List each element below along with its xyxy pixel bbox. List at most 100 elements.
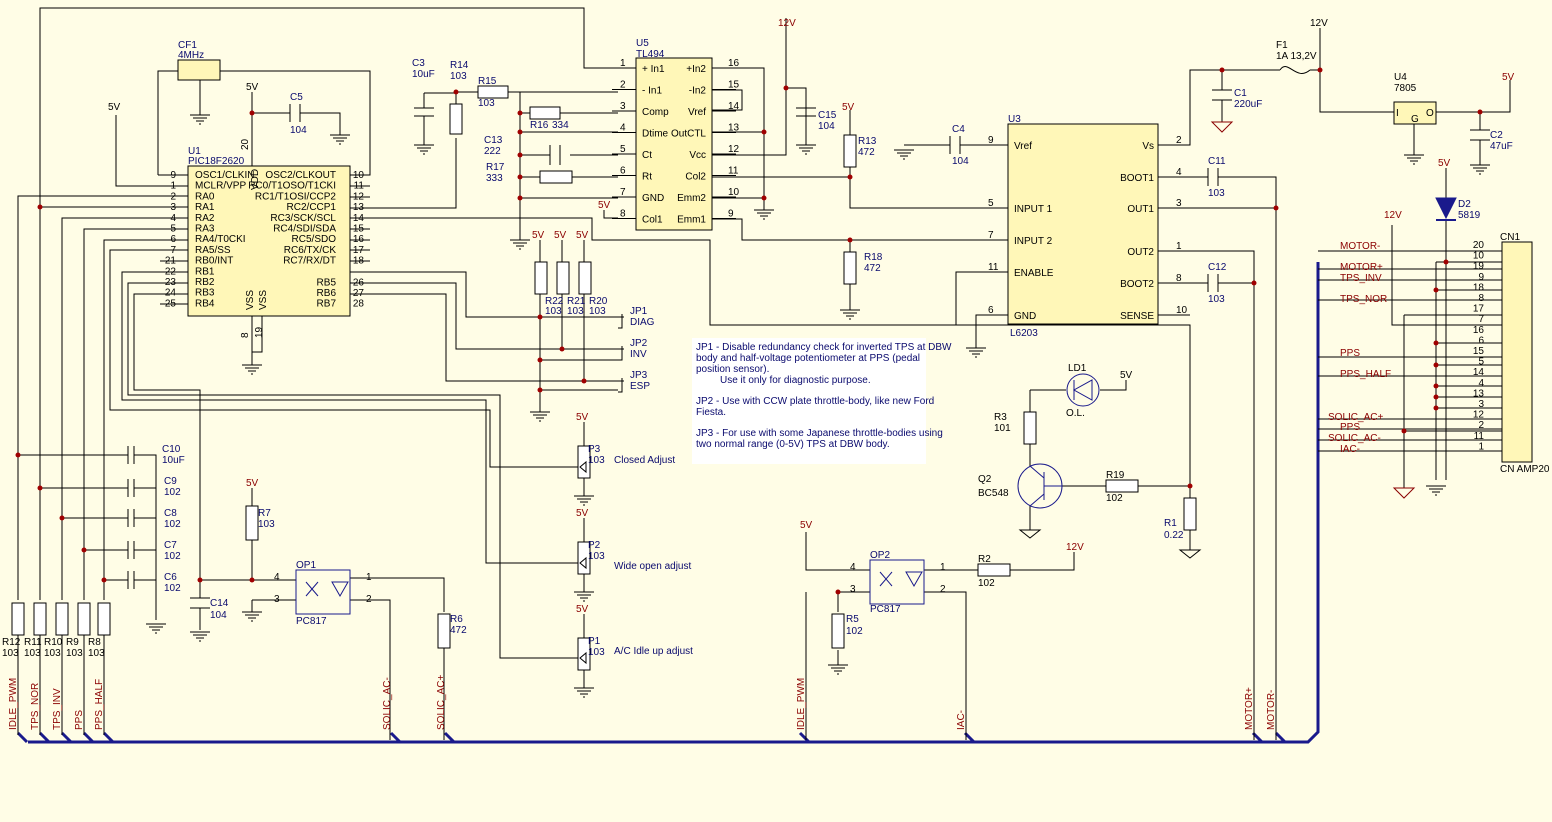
u1-vss-name-a: VSS bbox=[245, 290, 256, 310]
c11-ref: C11 bbox=[1208, 156, 1226, 167]
diode-d2: D2 5819 bbox=[1435, 197, 1481, 221]
jp2-ref: JP2 bbox=[630, 338, 648, 349]
c15-value: 104 bbox=[818, 121, 835, 132]
u1-value: PIC18F2620 bbox=[188, 156, 245, 167]
u1-pin-name: RC4/SDI/SDA bbox=[273, 224, 336, 235]
u5-pin-name: Col1 bbox=[642, 215, 663, 226]
cn1-pin-num: 19 bbox=[1473, 261, 1485, 272]
rail-5v-r7: 5V bbox=[246, 478, 259, 489]
c7-value: 102 bbox=[164, 551, 181, 562]
rail-5v-p2: 5V bbox=[576, 508, 589, 519]
r21-value: 103 bbox=[567, 306, 584, 317]
u1-ref: U1 bbox=[188, 146, 201, 157]
r17-value: 333 bbox=[486, 173, 503, 184]
p3-body bbox=[577, 445, 591, 479]
r16-value: 334 bbox=[552, 120, 569, 131]
u5-ref: U5 bbox=[636, 38, 649, 49]
r8-ref: R8 bbox=[88, 637, 101, 648]
u4-ref: U4 bbox=[1394, 72, 1407, 83]
note-jp2-l2: Fiesta. bbox=[696, 407, 726, 418]
u1-pin-num: 21 bbox=[165, 256, 177, 267]
u1-pin-name: RC0/T1OSO/T1CKI bbox=[248, 181, 336, 192]
u1-pin-num: 10 bbox=[353, 170, 365, 181]
cn1-pin-num: 18 bbox=[1473, 282, 1485, 293]
c5-ref: C5 bbox=[290, 92, 303, 103]
u1-pin-num: 4 bbox=[170, 213, 176, 224]
u3-ref: U3 bbox=[1008, 114, 1021, 125]
p2-value: 103 bbox=[588, 551, 605, 562]
u4-value: 7805 bbox=[1394, 83, 1417, 94]
u5-pin-num: 8 bbox=[620, 209, 626, 220]
c7-ref: C7 bbox=[164, 540, 177, 551]
c3-ref: C3 bbox=[412, 58, 425, 69]
u5-pin-num: 5 bbox=[620, 144, 626, 155]
u5-value: TL494 bbox=[636, 49, 665, 60]
u5-pin-name: Rt bbox=[642, 172, 652, 183]
op2-value: PC817 bbox=[870, 604, 901, 615]
cf1-value: 4MHz bbox=[178, 50, 204, 61]
u1-pin-name: RA5/SS bbox=[195, 245, 231, 256]
bus-solic-ac-plus: SOLIC_AC+ bbox=[436, 675, 447, 730]
r7-body bbox=[245, 505, 259, 541]
r5-value: 102 bbox=[846, 626, 863, 637]
u5-pin-name: +In2 bbox=[686, 64, 706, 75]
jp3-ref: JP3 bbox=[630, 370, 648, 381]
r10-ref: R10 bbox=[44, 637, 63, 648]
rail-12v-tl494: 12V bbox=[778, 18, 796, 29]
cn1-pin-num: 16 bbox=[1473, 325, 1485, 336]
jp2-value: INV bbox=[630, 349, 647, 360]
u1-pin-num: 14 bbox=[353, 213, 365, 224]
r5-body bbox=[831, 613, 845, 649]
c8-value: 102 bbox=[164, 519, 181, 530]
u5-pin-num: 12 bbox=[728, 144, 740, 155]
r22-value: 103 bbox=[545, 306, 562, 317]
c15-ref: C15 bbox=[818, 110, 837, 121]
u1-vdd-pin: 20 bbox=[240, 138, 251, 150]
regulator-u4: U4 7805 I G O bbox=[1393, 72, 1437, 125]
q2-value: BC548 bbox=[978, 488, 1009, 499]
r13-body bbox=[843, 134, 857, 168]
op2-pin3: 3 bbox=[850, 584, 856, 595]
u5-pin-name: + In1 bbox=[642, 64, 665, 75]
r14-body bbox=[449, 103, 463, 135]
u3-pin-name: SENSE bbox=[1120, 311, 1154, 322]
u5-pin-num: 1 bbox=[620, 58, 626, 69]
r16-body bbox=[529, 106, 561, 120]
u5-pin-num: 4 bbox=[620, 123, 626, 134]
capacitors: C5 104 C3 10uF C13 222 C15 104 C4 104 C1… bbox=[127, 58, 1513, 621]
bus-labels: IDLE_PWM TPS_NOR TPS_INV PPS PPS_HALF SO… bbox=[8, 675, 1277, 730]
u5-pin-num: 6 bbox=[620, 166, 626, 177]
u3-pin-name: GND bbox=[1014, 311, 1036, 322]
ld1-ref: LD1 bbox=[1068, 363, 1087, 374]
fuse-f1: F1 1A 13,2V bbox=[1276, 40, 1317, 74]
u1-pin-name: RA2 bbox=[195, 213, 215, 224]
p2-ref: P2 bbox=[588, 540, 601, 551]
u1-pin-name: RA4/T0CKI bbox=[195, 234, 246, 245]
u3-value: L6203 bbox=[1010, 328, 1038, 339]
jumpers: JP1 DIAG JP2 INV JP3 ESP bbox=[618, 306, 655, 393]
note-jp1-l3: position sensor). bbox=[696, 364, 769, 375]
r3-ref: R3 bbox=[994, 412, 1007, 423]
c9-ref: C9 bbox=[164, 476, 177, 487]
c14-value: 104 bbox=[210, 610, 227, 621]
r19-ref: R19 bbox=[1106, 470, 1125, 481]
c9-value: 102 bbox=[164, 487, 181, 498]
u1-pin-num: 13 bbox=[353, 202, 365, 213]
rail-5v-r21: 5V bbox=[554, 230, 567, 241]
u1-pin-num: 27 bbox=[353, 288, 365, 299]
op2-pin2: 2 bbox=[940, 584, 946, 595]
r5-ref: R5 bbox=[846, 614, 859, 625]
u5-pin-num: 16 bbox=[728, 58, 740, 69]
u1-vss-pin-a: 8 bbox=[240, 332, 251, 338]
r2-value: 102 bbox=[978, 578, 995, 589]
u5-pin-num: 13 bbox=[728, 123, 740, 134]
cn1-pin-num: 8 bbox=[1478, 293, 1484, 304]
u1-pin-name: RB0/INT bbox=[195, 256, 233, 267]
u1-pin-name: RB6 bbox=[317, 288, 337, 299]
u1-pin-name: RB1 bbox=[195, 266, 215, 277]
u1-pin-name: RB4 bbox=[195, 298, 215, 309]
c4-value: 104 bbox=[952, 156, 969, 167]
r1-ref: R1 bbox=[1164, 518, 1177, 529]
u1-pin-num: 22 bbox=[165, 266, 177, 277]
